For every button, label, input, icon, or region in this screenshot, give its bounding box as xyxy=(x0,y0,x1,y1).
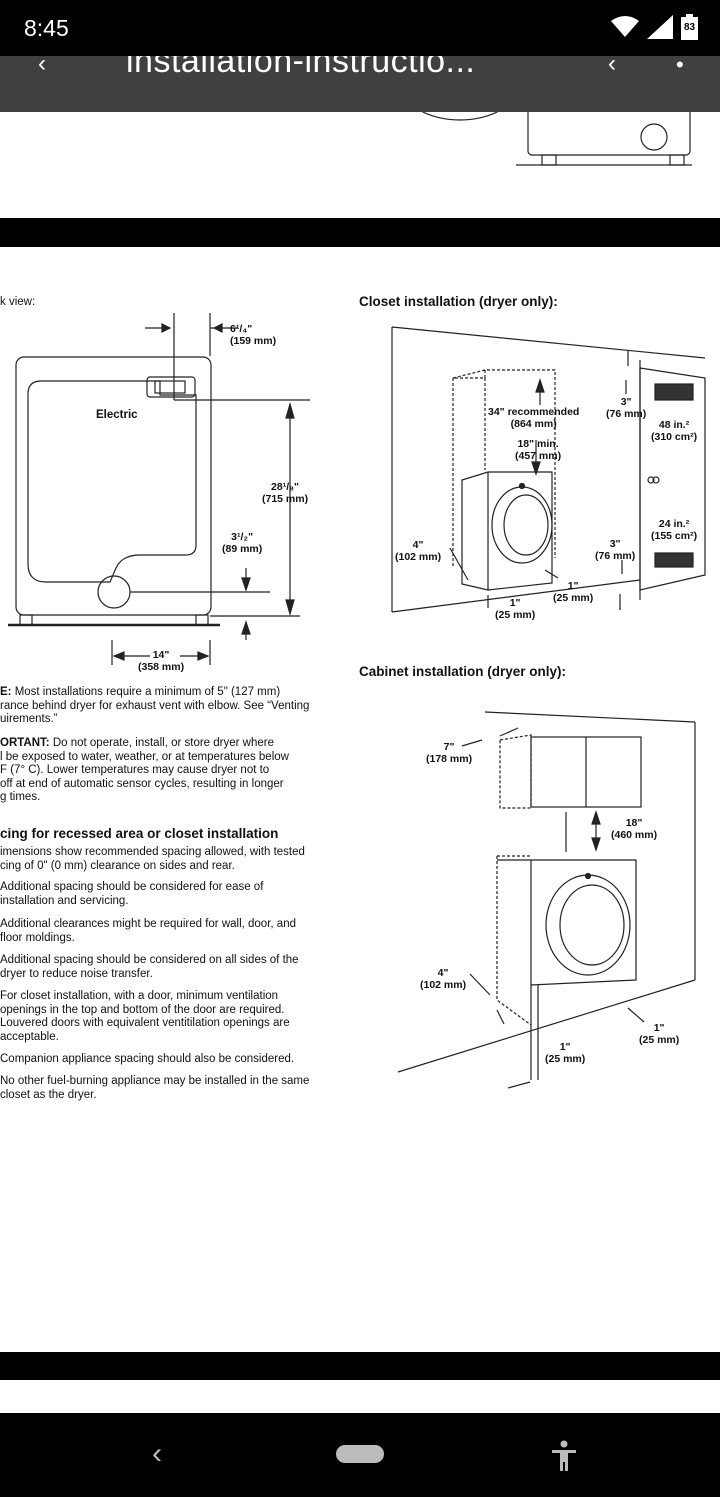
closet-dim-1a: 1"(25 mm) xyxy=(553,580,594,604)
closet-dim-18min: 18" min.(457 mm) xyxy=(515,438,562,462)
nav-back-icon[interactable]: ‹ xyxy=(152,1437,162,1470)
closet-installation-drawing xyxy=(391,326,706,613)
status-bar: 8:45 83 xyxy=(0,0,720,56)
bullet-2: Additional clearances might be required … xyxy=(0,918,296,944)
document-title: installation-instructio... xyxy=(126,56,476,80)
bullet-6: No other fuel-burning appliance may be i… xyxy=(0,1075,310,1101)
signal-icon xyxy=(647,15,673,39)
dim-width: 14"(358 mm) xyxy=(138,649,185,673)
cabinet-dim-1a: 1"(25 mm) xyxy=(639,1022,680,1046)
cabinet-heading: Cabinet installation (dryer only): xyxy=(359,664,567,679)
dim-height: 28¹/₈"(715 mm) xyxy=(262,481,309,505)
rear-view-drawing xyxy=(8,313,310,665)
label-electric: Electric xyxy=(96,409,138,421)
wifi-icon xyxy=(611,16,639,37)
cabinet-dim-1b: 1"(25 mm) xyxy=(545,1041,586,1065)
closet-dim-4: 4"(102 mm) xyxy=(395,539,442,563)
page-separator-bottom xyxy=(0,1352,720,1380)
status-time: 8:45 xyxy=(24,15,69,41)
closet-heading: Closet installation (dryer only): xyxy=(359,294,558,309)
closet-dim-34: 34" recommended(864 mm) xyxy=(488,406,580,430)
spacing-heading: cing for recessed area or closet install… xyxy=(0,826,279,841)
share-icon[interactable]: ‹ xyxy=(608,56,616,77)
accessibility-icon[interactable] xyxy=(550,1440,578,1472)
spacing-intro: imensions show recommended spacing allow… xyxy=(0,846,305,872)
battery-icon: 83 xyxy=(681,14,698,40)
bullet-5: Companion appliance spacing should also … xyxy=(0,1053,295,1065)
dim-vent: 3¹/₂"(89 mm) xyxy=(222,531,263,555)
bullet-3: Additional spacing should be considered … xyxy=(0,954,299,980)
important-paragraph: ORTANT: Do not operate, install, or stor… xyxy=(0,737,289,803)
cabinet-dim-4: 4"(102 mm) xyxy=(420,967,467,991)
page-separator-top xyxy=(0,218,720,247)
nav-home-pill[interactable] xyxy=(336,1445,384,1463)
bullet-1: Additional spacing should be considered … xyxy=(0,881,264,907)
cabinet-dim-18: 18"(460 mm) xyxy=(611,817,658,841)
closet-dim-3top: 3"(76 mm) xyxy=(606,396,647,420)
dim-top: 6¹/₄"(159 mm) xyxy=(230,323,277,347)
closet-dim-1b: 1"(25 mm) xyxy=(495,597,536,621)
battery-level: 83 xyxy=(683,22,696,33)
navigation-bar: ‹ xyxy=(0,1413,720,1497)
bullet-4: For closet installation, with a door, mi… xyxy=(0,990,290,1043)
back-arrow-icon[interactable]: ‹ xyxy=(38,56,46,77)
closet-dim-3bot: 3"(76 mm) xyxy=(595,538,636,562)
overflow-menu-icon[interactable]: • xyxy=(676,56,684,77)
cabinet-installation-drawing xyxy=(397,711,696,1089)
closet-dim-24: 24 in.²(155 cm²) xyxy=(651,518,698,542)
rear-view-caption: k view: xyxy=(0,296,36,308)
closet-dim-48: 48 in.²(310 cm²) xyxy=(651,419,698,443)
app-bar: ‹ installation-instructio... ‹ • xyxy=(0,56,720,112)
note-paragraph: E: Most installations require a minimum … xyxy=(0,686,310,725)
cabinet-dim-7: 7"(178 mm) xyxy=(426,741,473,765)
